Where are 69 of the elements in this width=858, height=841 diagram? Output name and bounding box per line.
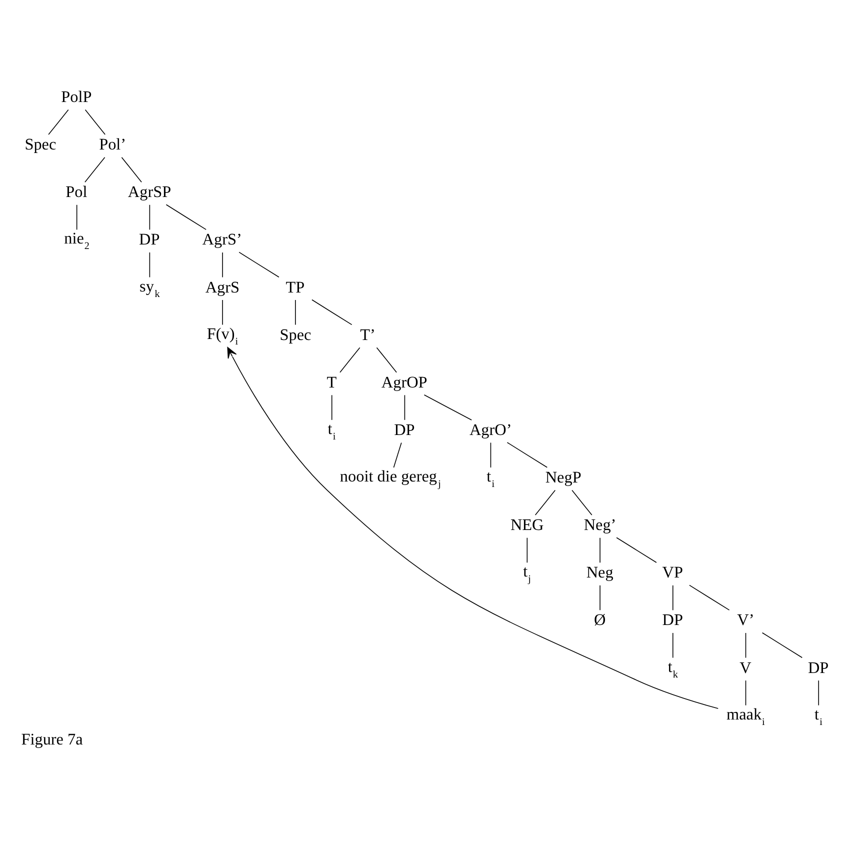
node-text: t$_{i}$	[486, 468, 494, 490]
connector	[120, 156, 142, 182]
node-text: AgrS	[204, 278, 240, 296]
connector	[84, 156, 105, 182]
node-text: Pol’	[98, 136, 126, 154]
connector	[672, 632, 673, 658]
connector	[339, 347, 360, 373]
node-text: V	[739, 658, 751, 677]
connector	[490, 442, 491, 468]
connector	[404, 394, 405, 420]
connector	[392, 442, 402, 468]
connector	[672, 585, 673, 611]
node-text: AgrO’	[468, 420, 512, 439]
node-text: Spec	[279, 326, 311, 344]
node-text: Neg’	[583, 516, 616, 534]
connector	[294, 300, 296, 326]
connector	[599, 585, 600, 611]
node-text: F(v)$_{i}$	[206, 324, 238, 348]
connector	[744, 632, 746, 658]
connector	[599, 537, 600, 564]
node-text: NegP	[544, 468, 581, 487]
connector	[744, 680, 746, 706]
node-text: V’	[736, 611, 754, 630]
connector	[534, 490, 556, 516]
node-text: TP	[285, 278, 304, 296]
node-text: T’	[360, 326, 375, 344]
connector	[48, 109, 68, 135]
node-text: t$_{i}$	[327, 420, 336, 442]
node-text: maak$_{i}$	[726, 705, 764, 728]
connector	[330, 394, 332, 420]
connector	[76, 204, 77, 230]
node-text: Spec	[24, 136, 56, 154]
node-text: DP	[138, 230, 160, 249]
connector	[506, 442, 548, 468]
connector	[818, 680, 819, 706]
node-text: t$_{k}$	[667, 658, 678, 680]
node-text: NEG	[510, 516, 544, 534]
connector	[526, 537, 528, 564]
connector	[688, 584, 730, 610]
connector	[311, 299, 352, 326]
caption: Figure 7a	[20, 730, 82, 749]
node-text: Ø	[593, 611, 606, 630]
connector	[376, 347, 396, 373]
connector	[423, 394, 472, 420]
connector	[616, 537, 656, 563]
node-text: t$_{i}$	[814, 705, 822, 728]
arrow	[226, 346, 718, 709]
connector	[571, 490, 592, 516]
node-text: AgrOP	[380, 373, 427, 392]
connector	[165, 204, 206, 230]
node-text: DP	[807, 658, 828, 677]
node-text: DP	[662, 611, 682, 630]
node-text: AgrSP	[127, 183, 171, 202]
connector	[238, 252, 279, 278]
node-text: Pol	[65, 183, 87, 202]
node-text: DP	[394, 420, 414, 439]
node-text: VP	[662, 564, 682, 582]
node-text: T	[326, 373, 336, 392]
node-text: PolP	[60, 88, 92, 106]
connector	[148, 252, 150, 278]
connector	[761, 632, 802, 658]
node-text: sy$_{k}$	[139, 277, 160, 300]
node-text: t$_{j}$	[522, 562, 530, 586]
node-text: AgrS’	[202, 230, 242, 249]
node-text: Neg	[586, 564, 613, 582]
connector	[84, 109, 105, 135]
node-text: nie$_{2}$	[64, 230, 89, 252]
connector	[148, 204, 150, 230]
node-text: nooit die gereg$_{j}$	[339, 468, 440, 490]
